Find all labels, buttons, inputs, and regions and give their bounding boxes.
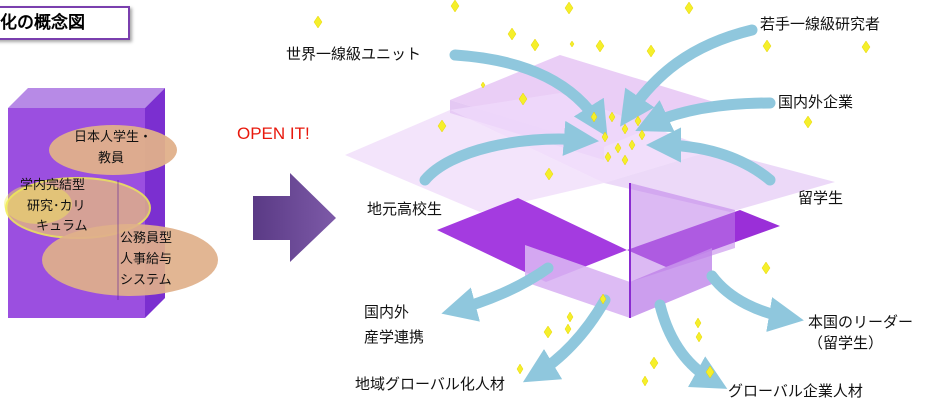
- ellipse-students: [49, 125, 177, 175]
- outflow-arrows: [441, 262, 804, 389]
- arrow-home-leader: [706, 270, 804, 332]
- ellipse-curriculum-highlight: [4, 184, 72, 224]
- cube-label-hr-1: 公務員型: [120, 231, 173, 246]
- label-home-leader-1: 本国のリーダー: [808, 313, 914, 331]
- label-industry-2: 産学連携: [364, 328, 425, 346]
- arrow-intl-student: [645, 127, 776, 186]
- open-it-label: OPEN IT!: [237, 124, 310, 143]
- inflow-arrows: [419, 24, 776, 186]
- ellipse-hr: [42, 224, 218, 296]
- arrow-local-hs: [419, 120, 600, 186]
- box-flap-left: [345, 110, 604, 212]
- arrow-industry: [441, 262, 554, 322]
- diagram-title: 化の概念図: [0, 6, 130, 40]
- label-global-company: グローバル企業人材: [728, 382, 863, 400]
- cube-label-curriculum-2: 研究･カリ: [27, 199, 86, 214]
- arrow-global-company: [654, 299, 728, 389]
- closed-cube: [4, 88, 218, 318]
- box-side-left: [437, 198, 627, 282]
- box-back-panel: [630, 183, 735, 282]
- label-home-leader-2: （留学生）: [808, 334, 884, 352]
- cube-label-hr-3: システム: [120, 273, 172, 288]
- arrow-companies: [635, 97, 776, 132]
- label-young-researcher: 若手一線級研究者: [760, 15, 881, 33]
- box-front-right: [630, 248, 712, 318]
- label-companies: 国内外企業: [778, 93, 854, 111]
- cube-label-students-1: 日本人学生・: [74, 130, 153, 145]
- cube-label-students-2: 教員: [98, 151, 125, 166]
- open-arrow: [253, 173, 336, 262]
- label-local-global: 地域グローバル化人材: [355, 375, 505, 393]
- arrow-local-global: [522, 294, 611, 383]
- cube-label-curriculum-3: キュラム: [36, 219, 88, 234]
- label-intl-student: 留学生: [798, 189, 844, 207]
- label-local-hs: 地元高校生: [367, 200, 443, 218]
- cube-label-curriculum-1: 学内完結型: [20, 178, 86, 193]
- label-industry-1: 国内外: [364, 303, 410, 321]
- arrow-world-unit: [449, 49, 608, 137]
- cube-label-hr-2: 人事給与: [120, 252, 173, 267]
- cube-top-face: [8, 88, 165, 108]
- sparkles: [313, 0, 871, 387]
- box-flap-right: [604, 150, 835, 212]
- label-world-unit: 世界一線級ユニット: [286, 45, 422, 63]
- open-box: [345, 55, 835, 318]
